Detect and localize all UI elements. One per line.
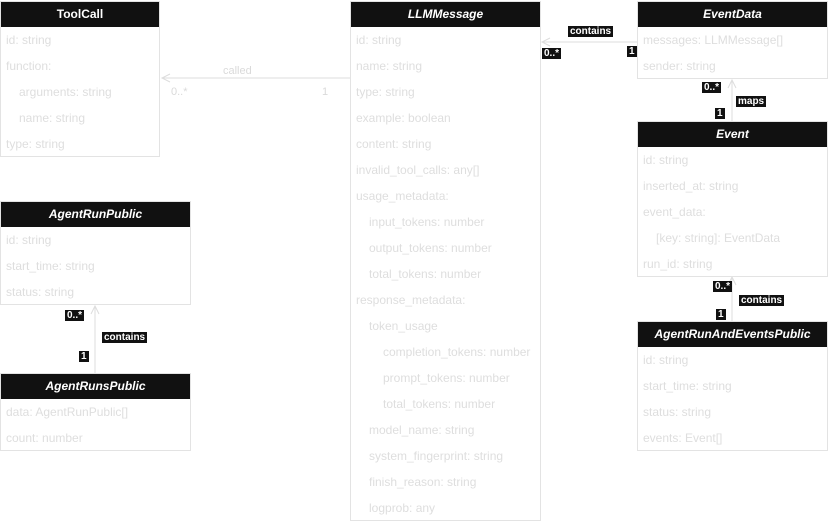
called-source-multiplicity: 0..*	[171, 86, 188, 98]
agentrunpublic-class-title: AgentRunPublic	[1, 202, 190, 227]
class-attribute: id: string	[643, 153, 689, 167]
llmmessage-class-box[interactable]: LLMMessage id: string name: string type:…	[350, 1, 541, 521]
maps-relation-label: maps	[736, 96, 767, 107]
class-attribute: completion_tokens: number	[383, 345, 531, 359]
event-class-box[interactable]: Event id: string inserted_at: string eve…	[637, 121, 828, 277]
contains-events-target-multiplicity: 1	[716, 309, 726, 320]
class-attribute: run_id: string	[643, 257, 713, 271]
class-attribute: content: string	[356, 137, 432, 151]
class-attribute: id: string	[356, 33, 402, 47]
class-attribute: id: string	[6, 233, 52, 247]
contains-runs-source-multiplicity: 0..*	[65, 310, 85, 321]
class-attribute: events: Event[]	[643, 431, 723, 445]
class-attribute: response_metadata:	[356, 293, 466, 307]
agentrunandeventspublic-class-title: AgentRunAndEventsPublic	[638, 322, 827, 347]
class-attribute: messages: LLMMessage[]	[643, 33, 784, 47]
class-attribute: data: AgentRunPublic[]	[6, 405, 129, 419]
agentrunspublic-class-box[interactable]: AgentRunsPublic data: AgentRunPublic[] c…	[0, 373, 191, 451]
class-attribute: output_tokens: number	[369, 241, 492, 255]
class-attribute: name: string	[356, 59, 423, 73]
called-arrowhead	[160, 73, 171, 83]
called-target-multiplicity: 1	[322, 86, 329, 98]
class-attribute: count: number	[6, 431, 83, 445]
maps-target-multiplicity: 1	[715, 108, 725, 119]
event-class-title: Event	[638, 122, 827, 147]
contains-messages-arrowhead	[540, 37, 551, 47]
class-attribute: total_tokens: number	[383, 397, 496, 411]
class-attribute: invalid_tool_calls: any[]	[356, 163, 480, 177]
eventdata-class-box[interactable]: EventData messages: LLMMessage[] sender:…	[637, 1, 828, 79]
maps-arrowhead	[727, 78, 737, 89]
class-attribute: event_data:	[643, 205, 706, 219]
contains-events-relation-label: contains	[739, 295, 785, 306]
contains-runs-relation-label: contains	[102, 332, 148, 343]
class-attribute: function:	[6, 59, 52, 73]
class-attribute: id: string	[643, 353, 689, 367]
contains-messages-target-multiplicity: 1	[627, 46, 637, 57]
class-attribute: inserted_at: string	[643, 179, 739, 193]
class-attribute: start_time: string	[6, 259, 95, 273]
class-attribute: logprob: any	[369, 501, 436, 515]
class-attribute: id: string	[6, 33, 52, 47]
class-attribute: token_usage	[369, 319, 438, 333]
class-attribute: status: string	[643, 405, 712, 419]
class-attribute: name: string	[19, 111, 86, 125]
class-attribute: input_tokens: number	[369, 215, 485, 229]
maps-source-multiplicity: 0..*	[702, 82, 722, 93]
class-attribute: system_fingerprint: string	[369, 449, 504, 463]
class-attribute: prompt_tokens: number	[383, 371, 510, 385]
eventdata-class-title: EventData	[638, 2, 827, 27]
class-attribute: example: boolean	[356, 111, 451, 125]
contains-runs-arrowhead	[90, 304, 100, 315]
class-attribute: arguments: string	[19, 85, 112, 99]
contains-messages-source-multiplicity: 0..*	[542, 48, 562, 59]
class-attribute: finish_reason: string	[369, 475, 477, 489]
class-attribute: model_name: string	[369, 423, 475, 437]
class-attribute: sender: string	[643, 59, 716, 73]
agentrunspublic-class-title: AgentRunsPublic	[1, 374, 190, 399]
toolcall-class-title: ToolCall	[1, 2, 159, 27]
toolcall-class-box[interactable]: ToolCall id: string function: arguments:…	[0, 1, 160, 157]
class-attribute: status: string	[6, 285, 75, 299]
agentrunpublic-class-box[interactable]: AgentRunPublic id: string start_time: st…	[0, 201, 191, 305]
contains-events-source-multiplicity: 0..*	[713, 281, 733, 292]
class-attribute: usage_metadata:	[356, 189, 449, 203]
contains-messages-relation-label: contains	[568, 26, 614, 37]
class-attribute: type: string	[356, 85, 415, 99]
called-relation-label: called	[223, 65, 252, 77]
llmmessage-class-title: LLMMessage	[351, 2, 540, 27]
class-attribute: type: string	[6, 137, 65, 151]
agentrunandeventspublic-class-box[interactable]: AgentRunAndEventsPublic id: string start…	[637, 321, 828, 451]
class-attribute: total_tokens: number	[369, 267, 482, 281]
class-attribute: [key: string]: EventData	[656, 231, 781, 245]
class-attribute: start_time: string	[643, 379, 732, 393]
contains-runs-target-multiplicity: 1	[79, 351, 89, 362]
